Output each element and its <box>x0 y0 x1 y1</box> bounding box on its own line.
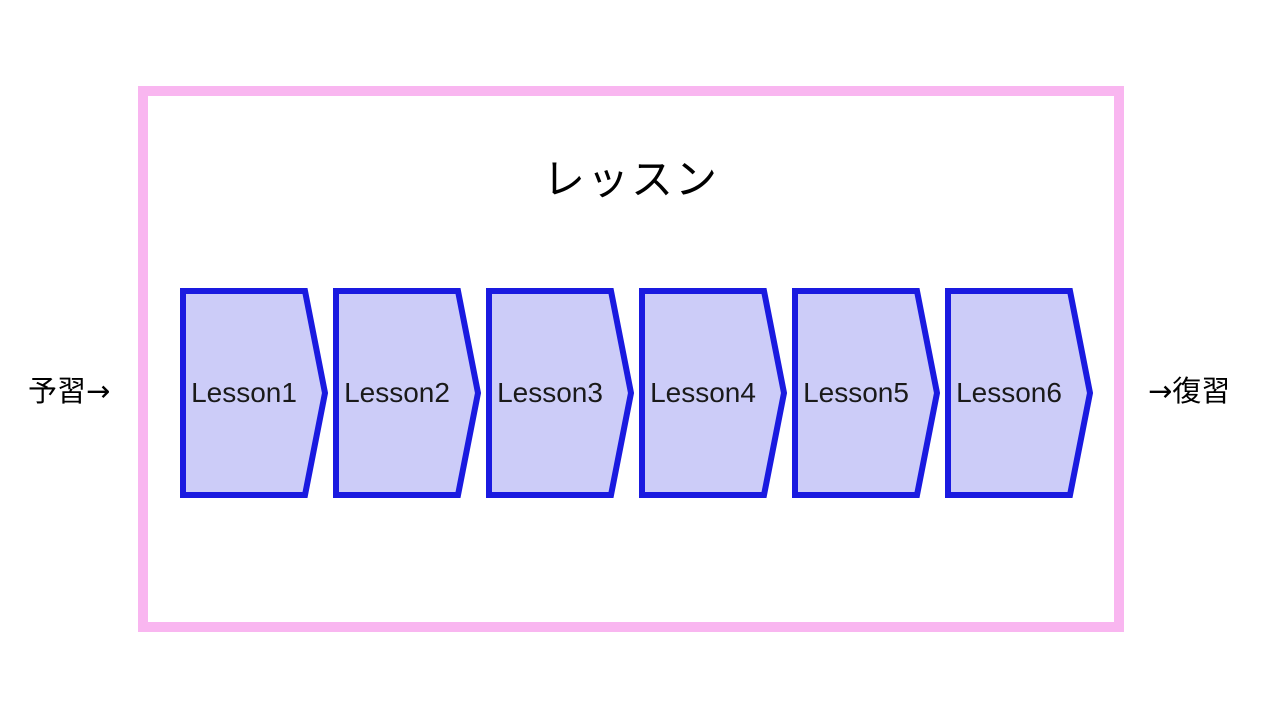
lesson-chevron[interactable]: Lesson3 <box>486 288 635 498</box>
chevron-polygon <box>945 288 1094 498</box>
lesson-chevron[interactable]: Lesson1 <box>180 288 329 498</box>
page-title: レッスン <box>542 155 719 204</box>
chevron-polygon <box>486 288 635 498</box>
chevron-polygon <box>180 288 329 498</box>
chevron-polygon <box>333 288 482 498</box>
chevron-polygon <box>792 288 941 498</box>
chevron-shape-icon <box>945 288 1094 498</box>
chevron-shape-icon <box>180 288 329 498</box>
lesson-chevron[interactable]: Lesson4 <box>639 288 788 498</box>
left-label-preparation: 予習→ <box>28 374 111 408</box>
chevron-shape-icon <box>639 288 788 498</box>
chevron-shape-icon <box>486 288 635 498</box>
chevron-polygon <box>639 288 788 498</box>
lesson-chevron[interactable]: Lesson5 <box>792 288 941 498</box>
chevron-shape-icon <box>333 288 482 498</box>
lesson-chevron[interactable]: Lesson6 <box>945 288 1094 498</box>
chevron-shape-icon <box>792 288 941 498</box>
lesson-chevron[interactable]: Lesson2 <box>333 288 482 498</box>
right-label-review: →復習 <box>1148 374 1231 408</box>
